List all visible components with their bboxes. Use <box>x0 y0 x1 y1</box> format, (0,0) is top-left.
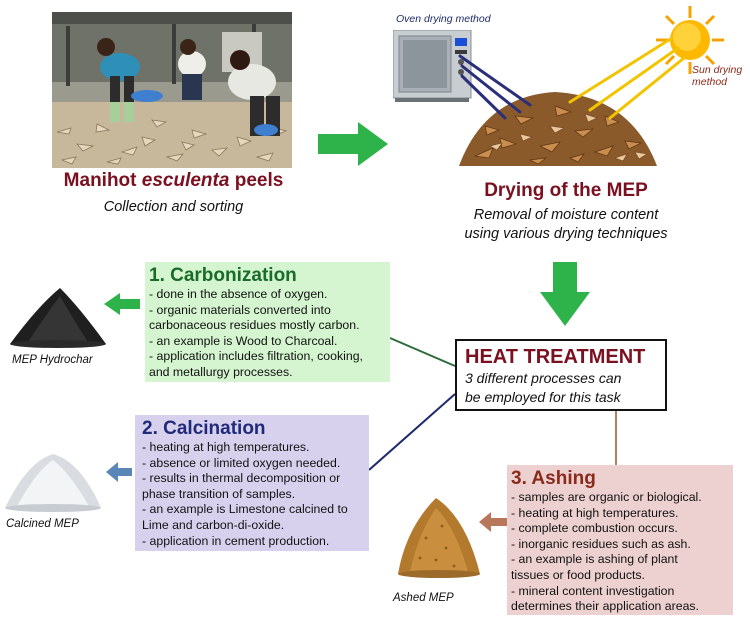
calcination-line: phase transition of samples. <box>142 486 296 501</box>
ashing-heading: 3. Ashing <box>511 468 596 489</box>
calcination-line: - application in cement production. <box>142 533 330 548</box>
calcination-line: - an example is Limestone calcined to <box>142 502 348 517</box>
drying-subtitle-line1: Removal of moisture content <box>473 207 659 223</box>
ashing-line: - complete combustion occurs. <box>511 521 678 536</box>
dried-peels-photo <box>455 86 660 175</box>
hydrochar-label: MEP Hydrochar <box>12 354 93 366</box>
collection-title-prefix: Manihot <box>63 170 142 191</box>
oven-label: Oven drying method <box>396 13 491 25</box>
sun-icon <box>654 4 726 81</box>
arrow-down-icon <box>540 262 590 333</box>
ashing-line: - samples are organic or biological. <box>511 490 702 504</box>
carbonization-line: - application includes filtration, cooki… <box>149 349 363 364</box>
ashing-box: 3. Ashing - samples are organic or biolo… <box>507 465 733 615</box>
carbonization-line: - an example is Wood to Charcoal. <box>149 333 338 348</box>
arrow-left-blue-icon <box>106 462 132 487</box>
carbonization-line: and metallurgy processes. <box>149 364 293 379</box>
carbonization-line: carbonaceous residues mostly carbon. <box>149 318 360 333</box>
ashing-line: tissues or food products. <box>511 567 645 582</box>
ashed-label: Ashed MEP <box>393 592 454 604</box>
calcination-line: - results in thermal decomposition or <box>142 471 341 486</box>
heat-treatment-line1: 3 different processes can <box>465 370 622 386</box>
drying-rays <box>0 0 750 205</box>
calcination-heading: 2. Calcination <box>142 418 266 439</box>
ash-pile <box>396 488 482 585</box>
heat-treatment-line2: be employed for this task <box>465 389 621 405</box>
drying-title: Drying of the MEP <box>484 180 648 201</box>
heat-treatment-title: HEAT TREATMENT <box>465 346 646 368</box>
calcined-label: Calcined MEP <box>6 518 79 530</box>
heat-treatment-box: HEAT TREATMENT 3 different processes can… <box>455 339 667 411</box>
arrow-left-brown-icon <box>479 512 507 537</box>
workers-photo <box>52 12 292 168</box>
collection-title-italic: esculenta <box>141 170 230 191</box>
calcined-pile <box>3 448 103 517</box>
arrow-left-green-icon <box>104 293 142 320</box>
drying-subtitle: Removal of moisture content using variou… <box>446 206 686 244</box>
ashing-line: - inorganic residues such as ash. <box>511 536 691 551</box>
calcination-line: - heating at high temperatures. <box>142 440 310 454</box>
drying-subtitle-line2: using various drying techniques <box>464 226 668 242</box>
oven-icon <box>392 29 473 107</box>
sun-label-line2: method <box>692 76 728 88</box>
carbonization-heading: 1. Carbonization <box>149 265 297 286</box>
calcination-line: - absence or limited oxygen needed. <box>142 455 341 470</box>
hydrochar-pile <box>8 282 108 353</box>
calcination-line: Lime and carbon-di-oxide. <box>142 517 285 532</box>
ashing-line: - mineral content investigation <box>511 583 675 598</box>
ashing-line: - heating at high temperatures. <box>511 505 679 520</box>
collection-subtitle: Collection and sorting <box>103 199 244 215</box>
carbonization-box: 1. Carbonization - done in the absence o… <box>145 262 390 382</box>
calcination-box: 2. Calcination - heating at high tempera… <box>135 415 369 551</box>
carbonization-line: - organic materials converted into <box>149 302 331 317</box>
collection-title: Manihot esculenta peels <box>56 170 291 192</box>
collection-title-suffix: peels <box>229 170 284 191</box>
carbonization-line: - done in the absence of oxygen. <box>149 287 328 301</box>
ashing-line: - an example is ashing of plant <box>511 552 678 567</box>
sun-label: Sun drying method <box>692 64 742 88</box>
arrow-right-icon <box>318 122 390 171</box>
ashing-line: determines their application areas. <box>511 599 699 614</box>
sun-label-line1: Sun drying <box>692 64 743 76</box>
